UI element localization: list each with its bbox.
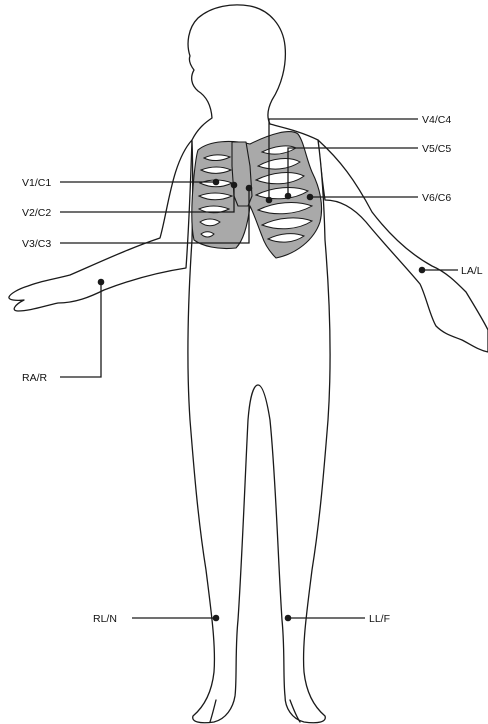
v2-label: V2/C2 — [22, 207, 51, 219]
la-label: LA/L — [461, 265, 483, 277]
body-outline — [188, 5, 330, 723]
la-electrode-dot — [419, 267, 426, 274]
v3-electrode-dot — [246, 185, 253, 192]
v6-label: V6/C6 — [422, 192, 451, 204]
v5-electrode-dot — [285, 193, 292, 200]
rl-label: RL/N — [93, 613, 117, 625]
ll-label: LL/F — [369, 613, 390, 625]
v3-label: V3/C3 — [22, 238, 51, 250]
v2-electrode-dot — [231, 182, 238, 189]
left-arm-outline — [318, 140, 488, 352]
human-body-figure — [9, 5, 488, 723]
v5-label: V5/C5 — [422, 143, 451, 155]
v4-label: V4/C4 — [422, 114, 451, 126]
ra-electrode-dot — [98, 279, 105, 286]
rl-electrode-dot — [213, 615, 220, 622]
v6-electrode-dot — [307, 194, 314, 201]
ra-label: RA/R — [22, 372, 48, 384]
ll-electrode-dot — [285, 615, 292, 622]
v1-electrode-dot — [213, 179, 220, 186]
v4-electrode-dot — [266, 197, 273, 204]
v1-label: V1/C1 — [22, 177, 51, 189]
